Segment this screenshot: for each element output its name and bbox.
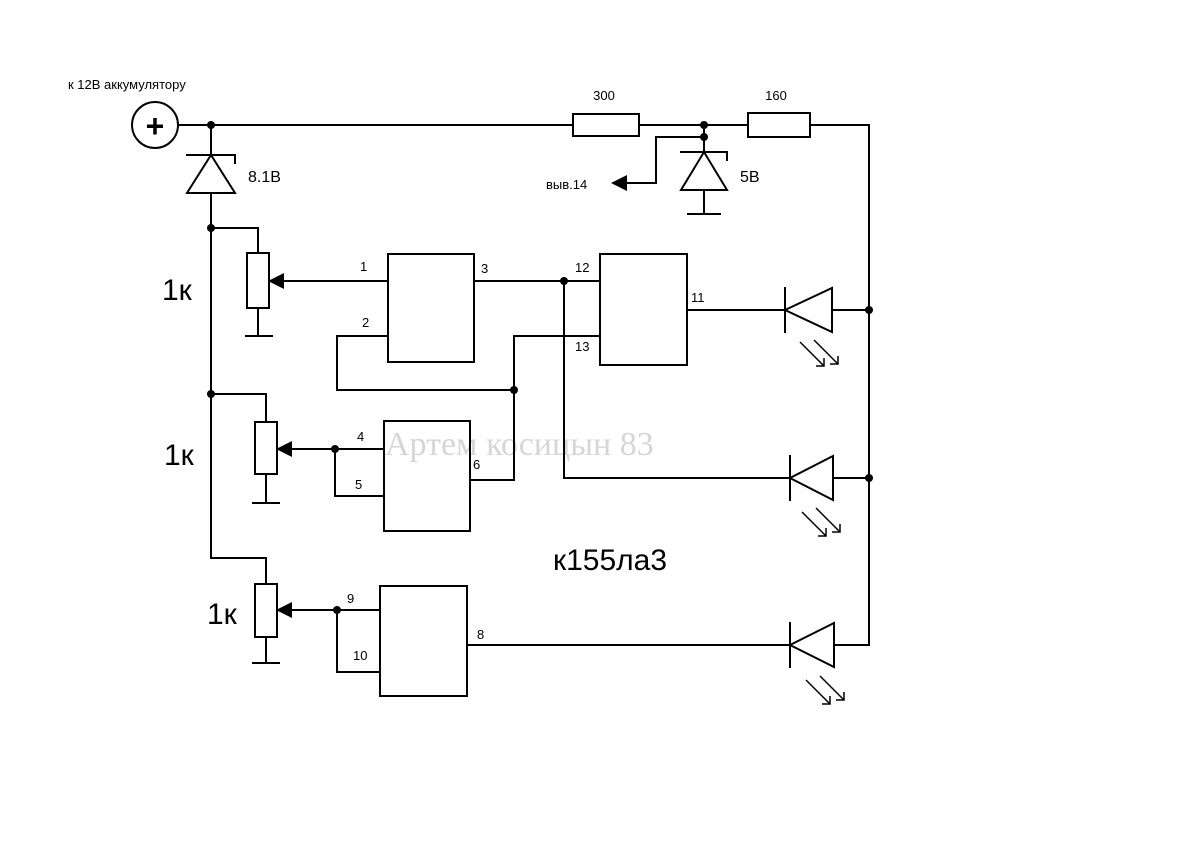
pin-6: 6 bbox=[473, 457, 480, 472]
pin-13: 13 bbox=[575, 339, 589, 354]
resistor-160 bbox=[747, 112, 811, 138]
zener-diode-5v bbox=[679, 124, 729, 215]
resistor-300 bbox=[572, 113, 640, 137]
potentiometer-1 bbox=[210, 227, 389, 337]
zener-5v-label: 5В bbox=[740, 169, 760, 186]
pot1-label: 1к bbox=[162, 274, 193, 307]
resistor-160-label: 160 bbox=[765, 88, 787, 103]
zener-8v-label: 8.1В bbox=[248, 169, 281, 186]
led-1 bbox=[782, 286, 870, 367]
junction-dot bbox=[207, 390, 215, 398]
led-3 bbox=[787, 621, 870, 705]
zener-diode-8v bbox=[185, 124, 237, 229]
nand-gate-1 bbox=[387, 253, 475, 363]
junction-dot bbox=[560, 277, 568, 285]
pin-1: 1 bbox=[360, 259, 367, 274]
junction-dot bbox=[333, 606, 341, 614]
pin-3: 3 bbox=[481, 261, 488, 276]
junction-dot bbox=[510, 386, 518, 394]
chip-label: к155ла3 bbox=[553, 544, 667, 577]
nand-gate-2 bbox=[383, 420, 471, 532]
pin-12: 12 bbox=[575, 260, 589, 275]
nand-gate-4 bbox=[599, 253, 688, 366]
led-2 bbox=[787, 454, 870, 537]
battery-terminal: + bbox=[131, 101, 179, 149]
pin-8: 8 bbox=[477, 627, 484, 642]
pin14-arrow bbox=[611, 136, 705, 191]
junction-dot bbox=[331, 445, 339, 453]
pin-9: 9 bbox=[347, 591, 354, 606]
junction-dot bbox=[865, 306, 873, 314]
pot3-label: 1к bbox=[207, 598, 238, 631]
battery-label: к 12В аккумулятору bbox=[68, 77, 186, 92]
watermark: Артем косицын 83 bbox=[385, 426, 654, 463]
resistor-300-label: 300 bbox=[593, 88, 615, 103]
junction-dot bbox=[865, 474, 873, 482]
pin-11: 11 bbox=[691, 290, 705, 305]
pin-5: 5 bbox=[355, 477, 362, 492]
potentiometer-3 bbox=[210, 557, 338, 664]
pin-10: 10 bbox=[353, 648, 367, 663]
pin-2: 2 bbox=[362, 315, 369, 330]
nand-gate-3 bbox=[379, 585, 468, 697]
pin-4: 4 bbox=[357, 429, 364, 444]
pot2-label: 1к bbox=[164, 439, 195, 472]
pin14-label: выв.14 bbox=[546, 177, 587, 192]
junction-dot bbox=[700, 133, 708, 141]
junction-dot bbox=[207, 224, 215, 232]
junction-dot bbox=[207, 121, 215, 129]
plus-sign: + bbox=[146, 108, 165, 144]
potentiometer-2 bbox=[210, 393, 336, 504]
junction-dot bbox=[700, 121, 708, 129]
